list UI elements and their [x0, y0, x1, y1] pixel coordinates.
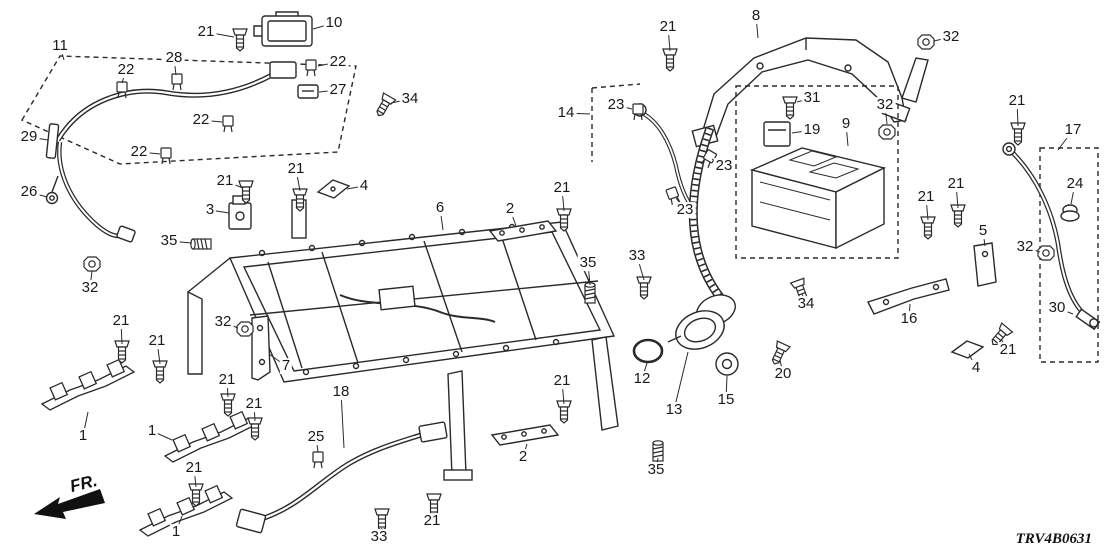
- callout-23: 23: [605, 96, 627, 114]
- callout-14: 14: [555, 104, 577, 122]
- junction-box-9-art: [735, 85, 899, 259]
- callout-21: 21: [146, 332, 168, 350]
- busbar-2-art: [488, 220, 560, 446]
- callout-21: 21: [183, 459, 205, 477]
- callout-21: 21: [214, 172, 236, 190]
- callout-10: 10: [323, 14, 345, 32]
- callout-21: 21: [657, 18, 679, 36]
- callout-32: 32: [1014, 238, 1036, 256]
- callout-13: 13: [663, 401, 685, 419]
- callout-12: 12: [631, 370, 653, 388]
- callout-32: 32: [874, 96, 896, 114]
- callout-22: 22: [128, 143, 150, 161]
- callout-34: 34: [795, 295, 817, 313]
- callout-23: 23: [674, 201, 696, 219]
- callout-19: 19: [801, 121, 823, 139]
- callout-24: 24: [1064, 175, 1086, 193]
- callout-35: 35: [577, 254, 599, 272]
- callout-33: 33: [626, 247, 648, 265]
- callout-1: 1: [76, 427, 90, 445]
- callout-4: 4: [357, 177, 371, 195]
- diagram-code-label: TRV4B0631: [1015, 531, 1092, 547]
- callout-7: 7: [279, 357, 293, 375]
- callout-34: 34: [399, 90, 421, 108]
- callout-21: 21: [997, 341, 1019, 359]
- callout-15: 15: [715, 391, 737, 409]
- callout-23: 23: [713, 157, 735, 175]
- callout-28: 28: [163, 49, 185, 67]
- fr-arrow-icon: [34, 489, 105, 519]
- harness-18-art: [235, 421, 448, 534]
- bracket-8-art: [691, 37, 929, 148]
- callout-21: 21: [945, 175, 967, 193]
- bracket-16-art: [867, 242, 997, 359]
- callout-11: 11: [50, 37, 70, 55]
- callout-32: 32: [940, 28, 962, 46]
- callout-35: 35: [158, 232, 180, 250]
- callout-32: 32: [212, 313, 234, 331]
- callout-21: 21: [285, 160, 307, 178]
- callout-21: 21: [551, 372, 573, 390]
- harness-11-art: [20, 55, 357, 243]
- callout-2: 2: [516, 448, 530, 466]
- callout-21: 21: [216, 371, 238, 389]
- callout-8: 8: [749, 7, 763, 25]
- connector-10-art: [253, 11, 313, 47]
- bracket-27-art: [297, 84, 319, 99]
- callout-2: 2: [503, 200, 517, 218]
- callout-35: 35: [645, 461, 667, 479]
- cable-13-art: [632, 126, 739, 376]
- callout-22: 22: [190, 111, 212, 129]
- callout-17: 17: [1062, 121, 1084, 139]
- callout-21: 21: [195, 23, 217, 41]
- callout-20: 20: [772, 365, 794, 383]
- callout-33: 33: [368, 528, 390, 546]
- callout-1: 1: [145, 422, 159, 440]
- callout-6: 6: [433, 199, 447, 217]
- callout-9: 9: [839, 115, 853, 133]
- callout-30: 30: [1046, 299, 1068, 317]
- callout-4: 4: [969, 359, 983, 377]
- callout-3: 3: [203, 201, 217, 219]
- callout-16: 16: [898, 310, 920, 328]
- callout-5: 5: [976, 222, 990, 240]
- callout-22: 22: [327, 53, 349, 71]
- callout-21: 21: [421, 512, 443, 530]
- callout-31: 31: [801, 89, 823, 107]
- callout-29: 29: [18, 128, 40, 146]
- callout-21: 21: [1006, 92, 1028, 110]
- callout-1: 1: [169, 523, 183, 541]
- callout-21: 21: [915, 188, 937, 206]
- callout-21: 21: [551, 179, 573, 197]
- callout-32: 32: [79, 279, 101, 297]
- bracket-7-art: [251, 315, 271, 381]
- part-3-art: [228, 179, 351, 230]
- callout-25: 25: [305, 428, 327, 446]
- callout-22: 22: [115, 61, 137, 79]
- callout-21: 21: [110, 312, 132, 330]
- callout-21: 21: [243, 395, 265, 413]
- callout-18: 18: [330, 383, 352, 401]
- callout-27: 27: [327, 81, 349, 99]
- callout-26: 26: [18, 183, 40, 201]
